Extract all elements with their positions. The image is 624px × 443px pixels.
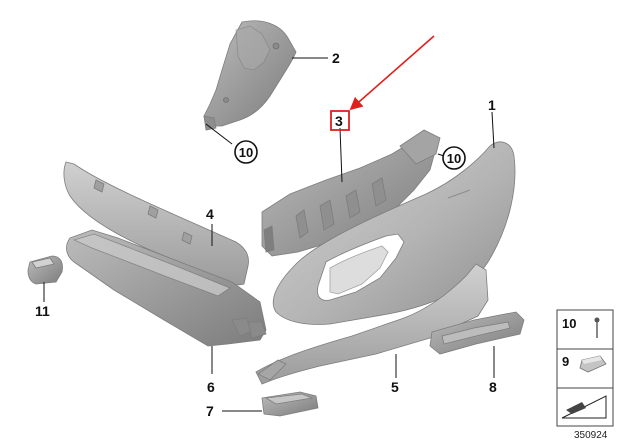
callout-5: 5 [391, 379, 399, 395]
callout-2: 2 [332, 50, 340, 66]
legend-label-9: 9 [562, 354, 569, 369]
callout-3-highlight-box [330, 110, 350, 131]
callout-3: 3 [335, 113, 343, 129]
part-11-cap [27, 255, 63, 285]
part-4-strip [63, 161, 249, 286]
callout-10-upper: 10 [234, 140, 258, 164]
callout-10-right: 10 [442, 146, 466, 170]
fasteners-legend: 10 9 [556, 309, 614, 427]
callout-8: 8 [489, 379, 497, 395]
callout-1: 1 [488, 97, 496, 113]
callout-7: 7 [206, 403, 214, 419]
part-6-trim-bar [66, 229, 267, 347]
callout-4: 4 [206, 206, 214, 222]
screw-icon [594, 317, 600, 338]
part-7-clip [261, 391, 319, 417]
part-3-bracket [261, 129, 441, 257]
leader-lines [43, 57, 495, 412]
callout-6: 6 [207, 379, 215, 395]
part-5-lower-strip [255, 263, 489, 385]
legend-label-10: 10 [562, 316, 576, 331]
slope-wedge-icon [561, 395, 607, 419]
part-1-side-trim [272, 141, 516, 325]
callout-11: 11 [35, 303, 50, 319]
clip-nut-icon [579, 355, 607, 373]
diagram-reference-number: 350924 [574, 430, 608, 441]
part-2-shell [203, 20, 297, 131]
part-8-small-strip [429, 311, 525, 355]
highlight-arrow [349, 35, 435, 111]
svg-text:10: 10 [239, 145, 253, 160]
svg-text:10: 10 [447, 151, 461, 166]
